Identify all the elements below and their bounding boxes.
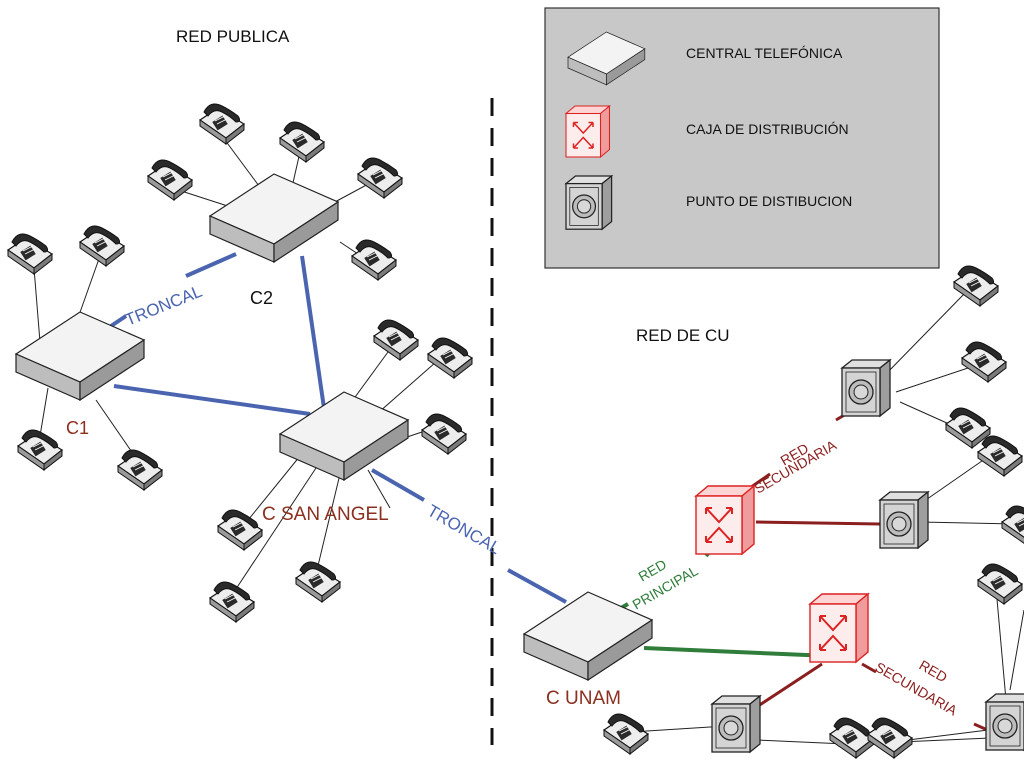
phone-icon	[295, 561, 341, 603]
phone-icon	[79, 225, 125, 267]
phone-icon	[829, 717, 875, 759]
label-red-secundaria-bottom-2: SECUNDARIA	[873, 659, 961, 719]
cu-network-title: RED DE CU	[636, 326, 730, 345]
phone-icon	[867, 717, 913, 759]
distribution-point-icon	[565, 175, 613, 230]
phone-icon	[1001, 505, 1024, 547]
distribution-point	[879, 491, 929, 549]
phone-icon	[953, 265, 999, 307]
distribution-point	[985, 693, 1024, 751]
phone-icon	[279, 121, 325, 163]
distribution-point	[841, 359, 891, 417]
distribution-box-icon	[565, 105, 611, 158]
distribution-point	[711, 695, 761, 753]
phone-icon	[603, 713, 649, 755]
legend-caja-label: CAJA DE DISTRIBUCIÓN	[686, 121, 849, 137]
label-troncal-top: TRONCAL	[122, 282, 204, 330]
phone-icon	[217, 509, 263, 551]
label-c-unam: C UNAM	[546, 688, 621, 709]
phone-icon	[147, 159, 193, 201]
phone-icon	[961, 341, 1007, 383]
label-c2: C2	[250, 288, 273, 308]
phone-icon	[427, 337, 473, 379]
legend-punto-label: PUNTO DE DISTIBUCION	[686, 193, 852, 209]
phone-icon	[977, 435, 1023, 477]
distribution-box-secondary	[809, 593, 869, 663]
central-c2	[209, 173, 339, 263]
label-c-san-angel: C SAN ANGEL	[262, 504, 389, 525]
phone-icon	[17, 429, 63, 471]
phone-icon	[373, 319, 419, 361]
phone-icon	[351, 239, 397, 281]
phone-icon	[199, 103, 245, 145]
legend-central-label: CENTRAL TELEFÓNICA	[686, 45, 843, 61]
phone-icon	[421, 413, 467, 455]
label-red-secundaria-bottom-1: RED	[917, 657, 951, 686]
distribution-box-principal	[695, 485, 755, 555]
phone-icon	[117, 449, 163, 491]
phone-icon	[357, 157, 403, 199]
phone-icon	[977, 563, 1023, 605]
public-network-title: RED PUBLICA	[176, 27, 290, 46]
phone-icon	[7, 233, 53, 275]
phone-icon	[209, 581, 255, 623]
label-c1: C1	[66, 418, 89, 438]
legend: CENTRAL TELEFÓNICA CAJA DE DISTRIBUCIÓN …	[544, 7, 940, 269]
central-c-san-angel	[279, 391, 409, 481]
